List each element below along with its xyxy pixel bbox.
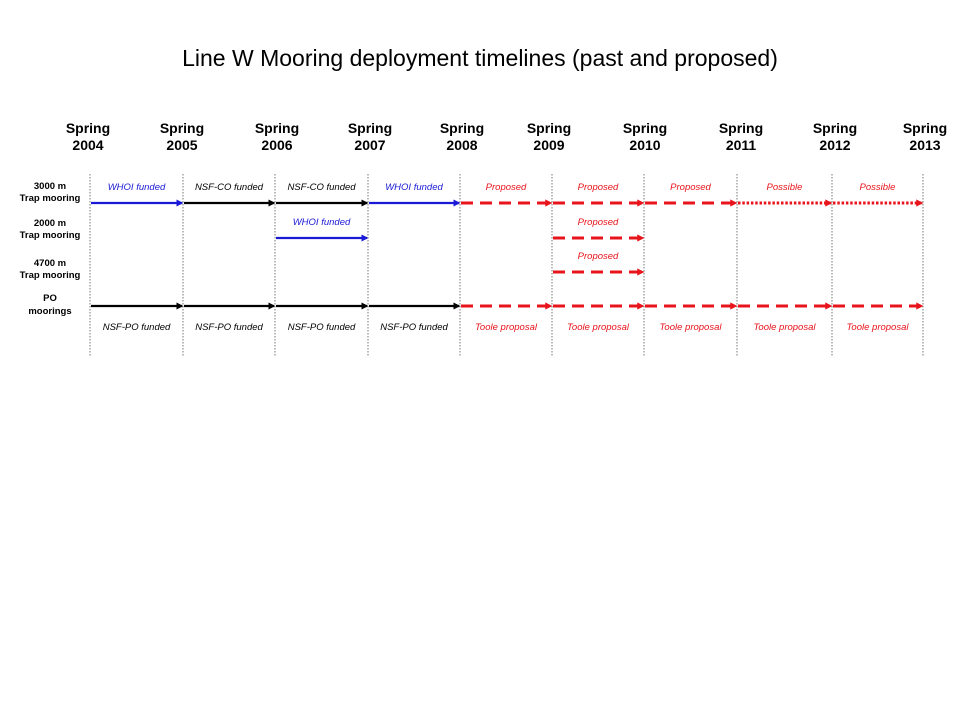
segment-label: NSF-CO funded [287, 182, 356, 193]
segment-label: Possible [860, 182, 896, 193]
segment-label: NSF-PO funded [195, 322, 263, 333]
segment-label: WHOI funded [293, 217, 351, 228]
year-number: 2010 [629, 137, 660, 153]
segment-label: NSF-PO funded [380, 322, 448, 333]
row-label-trap-2000: Trap mooring [20, 230, 81, 241]
segment-label: Toole proposal [660, 322, 723, 333]
year-season: Spring [348, 120, 392, 136]
year-number: 2004 [72, 137, 103, 153]
year-season: Spring [623, 120, 667, 136]
segment-label: Possible [767, 182, 803, 193]
segment-label: WHOI funded [108, 182, 166, 193]
row-label-po: moorings [28, 306, 71, 317]
row-label-trap-4700: 4700 m [34, 258, 66, 269]
year-number: 2012 [819, 137, 850, 153]
year-number: 2005 [166, 137, 197, 153]
diagram-title: Line W Mooring deployment timelines (pas… [182, 45, 778, 71]
year-season: Spring [813, 120, 857, 136]
year-number: 2011 [726, 137, 757, 153]
row-label-trap-3000: Trap mooring [20, 193, 81, 204]
year-number: 2006 [261, 137, 292, 153]
year-number: 2009 [533, 137, 564, 153]
segment-label: Proposed [578, 182, 619, 193]
segment-label: NSF-PO funded [103, 322, 171, 333]
year-number: 2008 [446, 137, 477, 153]
year-season: Spring [903, 120, 947, 136]
year-season: Spring [255, 120, 299, 136]
row-label-po: PO [43, 293, 57, 304]
segment-label: Toole proposal [847, 322, 910, 333]
segment-label: Toole proposal [567, 322, 630, 333]
year-season: Spring [527, 120, 571, 136]
segment-label: NSF-CO funded [195, 182, 264, 193]
year-number: 2013 [909, 137, 940, 153]
year-season: Spring [160, 120, 204, 136]
segment-label: Proposed [670, 182, 711, 193]
segment-label: Proposed [578, 251, 619, 262]
segment-label: WHOI funded [385, 182, 443, 193]
segment-label: NSF-PO funded [288, 322, 356, 333]
segment-label: Toole proposal [754, 322, 817, 333]
year-number: 2007 [354, 137, 385, 153]
year-season: Spring [66, 120, 110, 136]
segment-label: Toole proposal [475, 322, 538, 333]
row-label-trap-2000: 2000 m [34, 218, 66, 229]
year-season: Spring [719, 120, 763, 136]
row-label-trap-3000: 3000 m [34, 181, 66, 192]
row-label-trap-4700: Trap mooring [20, 270, 81, 281]
segment-label: Proposed [486, 182, 527, 193]
year-season: Spring [440, 120, 484, 136]
segment-label: Proposed [578, 217, 619, 228]
